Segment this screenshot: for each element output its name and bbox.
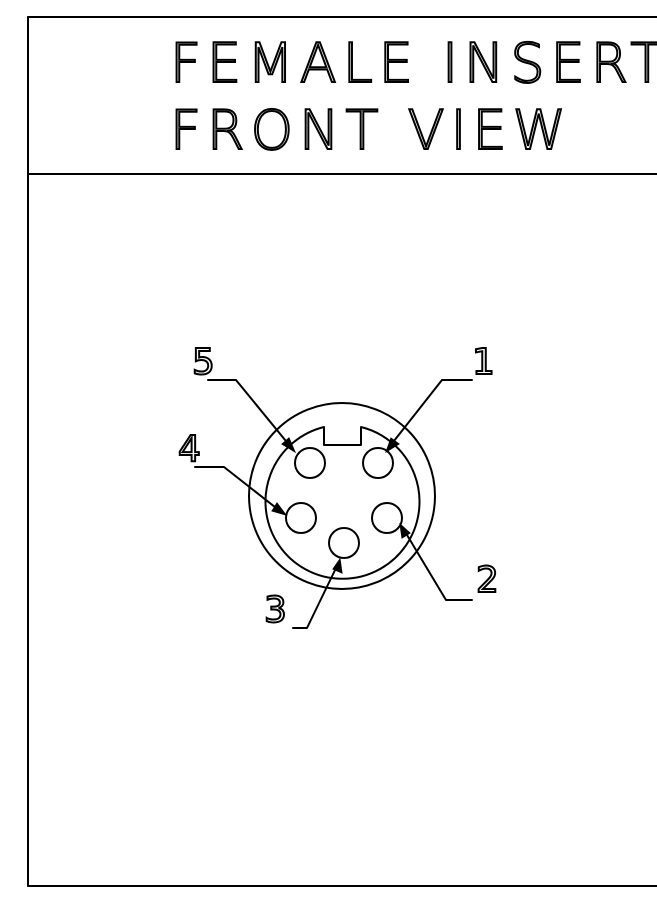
pin-label-5: 5 [192,342,215,383]
pin-2-arrowhead [399,522,411,539]
pin-5-socket [294,447,326,479]
pin-4-socket [285,502,317,534]
pin-2-leader [403,529,473,601]
pin-4-arrowhead [271,502,288,516]
pin-1-socket [362,447,394,479]
pin-4-leader [194,466,281,512]
title-line-1: FEMALE INSERT [170,32,657,95]
pin-label-2: 2 [476,560,499,601]
outer-shell-circle [248,402,436,590]
pin-1-arrowhead [385,437,400,454]
pin-2-socket [371,502,403,534]
pin-sockets [285,447,403,559]
pin-label-3: 3 [264,590,287,631]
connector-insert [248,402,436,590]
pin-3-socket [328,527,360,559]
pin-labels: 5 1 4 2 3 [177,341,500,632]
pin-3-leader [292,565,338,629]
pin-5-leader [207,379,291,447]
pin-label-1: 1 [472,342,495,383]
pin-3-arrowhead [332,557,343,574]
inner-insert-outline [264,426,421,580]
pin-1-leader [389,379,473,447]
leader-lines [194,379,473,629]
pin-label-4: 4 [178,429,201,470]
drawing-frame [27,16,657,887]
pin-5-arrowhead [281,437,297,454]
title-line-2: FRONT VIEW [170,99,572,162]
title-block: FEMALE INSERT FRONT VIEW [169,31,657,163]
